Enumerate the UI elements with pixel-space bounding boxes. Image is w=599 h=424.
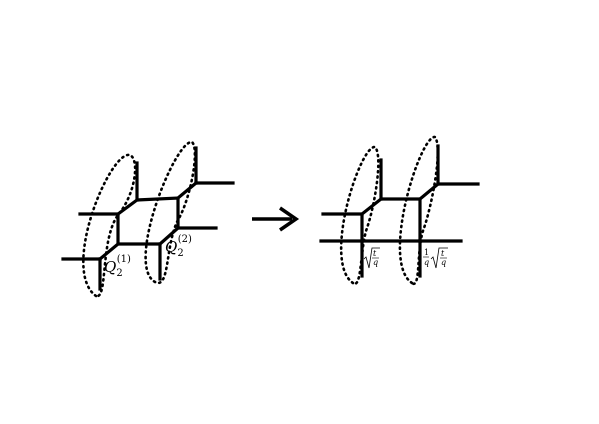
- svg-text:1: 1: [424, 248, 429, 257]
- left-diagram: Q2(1) Q2(2): [61, 140, 235, 298]
- left-loop-1: [82, 153, 137, 298]
- label-inv-q-sqrt-t-over-q: 1 q t q: [423, 247, 448, 269]
- svg-text:t: t: [441, 249, 445, 258]
- label-q2-2: Q2(2): [165, 234, 192, 259]
- svg-text:q: q: [373, 258, 378, 267]
- svg-text:q: q: [424, 258, 429, 267]
- right-leg-diag-up: [417, 181, 441, 202]
- left-leg-diag-low: [97, 241, 121, 262]
- arrow-right-icon: [252, 206, 300, 232]
- left-loop-2: [144, 140, 197, 285]
- label-q2-1: Q2(1): [104, 254, 131, 279]
- label-sqrt-t-over-q: t q: [363, 247, 380, 269]
- left-leg-diag-up: [175, 180, 199, 201]
- right-face: [360, 197, 422, 243]
- right-diagram: t q 1 q t q: [319, 135, 480, 285]
- svg-text:q: q: [441, 258, 446, 267]
- svg-text:t: t: [373, 249, 377, 258]
